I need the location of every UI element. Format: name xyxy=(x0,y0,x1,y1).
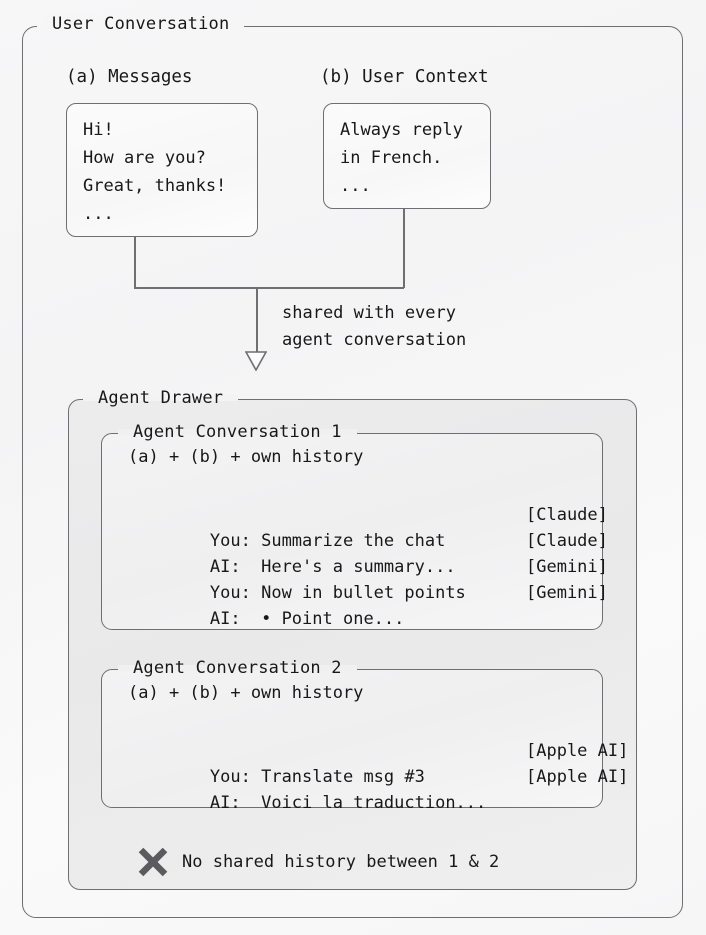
conversation-message-row: AI: Here's a summary... [Claude] xyxy=(128,528,608,577)
message-model-tag: [Claude] xyxy=(526,531,608,551)
message-role: AI: xyxy=(209,557,251,577)
agent-conversation-2-context-note: (a) + (b) + own history xyxy=(128,683,364,703)
message-model-tag: [Gemini] xyxy=(526,557,608,577)
conversation-message-row: You: Translate msg #3 [Apple AI] xyxy=(128,738,628,787)
conversation-message-row: You: Summarize the chat [Claude] xyxy=(128,502,608,551)
message-text: Translate msg #3 xyxy=(261,767,425,787)
agent-conversation-1-messages: You: Summarize the chat [Claude] AI: Here… xyxy=(128,502,608,629)
conversation-message-row: AI: • Point one... [Gemini] xyxy=(128,580,608,629)
message-text: Here's a summary... xyxy=(261,557,456,577)
user-conversation-title: User Conversation xyxy=(44,14,238,34)
message-text: Now in bullet points xyxy=(261,583,466,603)
conversation-message-row: AI: Voici la traduction... [Apple AI] xyxy=(128,764,628,813)
message-role: You: xyxy=(209,767,251,787)
user-context-bubble: Always reply in French. ... xyxy=(323,103,491,209)
no-shared-history-note: No shared history between 1 & 2 xyxy=(136,845,499,879)
title-line-gap xyxy=(118,665,357,671)
agent-conversation-1-title: Agent Conversation 1 xyxy=(133,422,342,442)
title-line-gap xyxy=(83,395,239,401)
message-model-tag: [Apple AI] xyxy=(526,767,629,787)
message-model-tag: [Claude] xyxy=(526,505,608,525)
message-role: You: xyxy=(209,583,251,603)
connector-arrow-stem xyxy=(256,288,258,354)
user-conversation-frame xyxy=(22,26,683,918)
messages-bubble: Hi! How are you? Great, thanks! ... xyxy=(66,103,258,237)
agent-conversation-2-frame[interactable]: (a) + (b) + own history You: Translate m… xyxy=(101,669,628,813)
x-cross-icon xyxy=(138,847,168,877)
user-context-section-label: (b) User Context xyxy=(320,67,489,87)
connector-messages-down xyxy=(134,237,136,288)
message-role: AI: xyxy=(209,793,251,813)
message-text: Voici la traduction... xyxy=(261,793,487,813)
agent-conversation-1-context-note: (a) + (b) + own history xyxy=(128,447,364,467)
message-model-tag: [Apple AI] xyxy=(526,741,629,761)
messages-section-label: (a) Messages xyxy=(66,67,193,87)
agent-conversation-2-messages: You: Translate msg #3 [Apple AI] AI: Voic… xyxy=(128,738,628,813)
down-arrow-outline-icon xyxy=(245,351,267,371)
agent-conversation-2-title: Agent Conversation 2 xyxy=(133,658,342,678)
title-line-gap xyxy=(118,429,357,435)
message-model-tag: [Gemini] xyxy=(526,583,608,603)
message-role: AI: xyxy=(209,609,251,629)
conversation-message-row: You: Now in bullet points [Gemini] xyxy=(128,554,608,603)
connector-context-down xyxy=(403,209,405,288)
connector-join-horizontal xyxy=(134,287,404,289)
no-shared-history-text: No shared history between 1 & 2 xyxy=(182,852,500,872)
agent-conversation-1-frame[interactable]: (a) + (b) + own history You: Summarize t… xyxy=(101,433,608,630)
shared-context-caption: shared with every agent conversation xyxy=(282,303,467,350)
agent-drawer-title: Agent Drawer xyxy=(98,388,224,408)
message-text: Summarize the chat xyxy=(261,531,446,551)
message-role: You: xyxy=(209,531,251,551)
message-text: • Point one... xyxy=(261,609,405,629)
